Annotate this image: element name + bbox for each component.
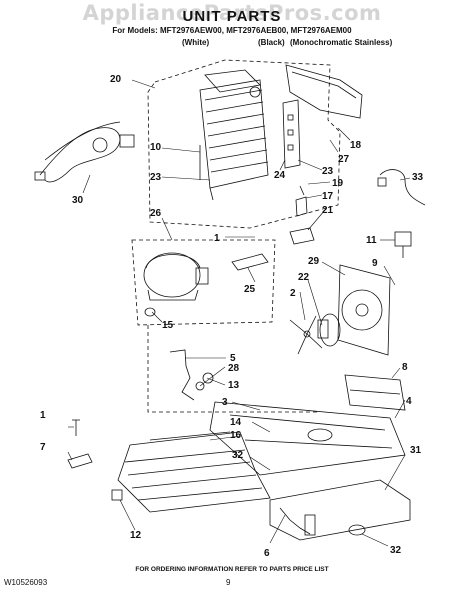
part-condenser-cover bbox=[269, 479, 411, 541]
ordering-note: FOR ORDERING INFORMATION REFER TO PARTS … bbox=[135, 566, 329, 573]
callout-label: 6 bbox=[264, 548, 270, 559]
callout-label: 4 bbox=[406, 396, 412, 407]
callout-label: 8 bbox=[402, 362, 408, 373]
part-drier bbox=[231, 253, 269, 271]
part-relay bbox=[394, 231, 412, 258]
part-condenser-coil bbox=[117, 431, 271, 513]
callout-label: 25 bbox=[244, 284, 256, 295]
part-thermal-wire bbox=[377, 169, 426, 206]
page-number: 9 bbox=[226, 578, 231, 587]
callout-label: 14 bbox=[230, 417, 242, 428]
part-start-device bbox=[289, 227, 315, 245]
part-evaporator-coil bbox=[199, 69, 269, 201]
callout-label: 28 bbox=[228, 363, 240, 374]
variant-white: (White) bbox=[182, 38, 210, 47]
model-list: For Models: MFT2976AEW00, MFT2976AEB00, … bbox=[112, 26, 352, 35]
callout-label: 13 bbox=[228, 380, 240, 391]
callout-label: 24 bbox=[274, 170, 286, 181]
variant-stainless: (Monochromatic Stainless) bbox=[290, 38, 393, 47]
part-base-pan bbox=[209, 401, 406, 476]
document-number: W10526093 bbox=[4, 578, 48, 587]
part-fan-motor bbox=[317, 313, 341, 347]
callout-label: 29 bbox=[308, 256, 320, 267]
callout-labels: 20 18 27 10 23 23 24 17 19 33 30 26 1 21… bbox=[40, 74, 424, 559]
callout-label: 18 bbox=[350, 140, 362, 151]
callout-label: 26 bbox=[150, 208, 162, 219]
watermark: AppliancePartsPros.com bbox=[82, 1, 382, 25]
callout-label: 5 bbox=[230, 353, 236, 364]
part-screw-left bbox=[72, 419, 80, 436]
callout-label: 11 bbox=[366, 235, 377, 246]
callout-label: 9 bbox=[372, 258, 378, 269]
part-tube-assembly bbox=[169, 349, 214, 401]
callout-label: 16 bbox=[230, 430, 242, 441]
part-drain-tube bbox=[279, 507, 316, 536]
callout-label: 21 bbox=[322, 205, 334, 216]
page-title: UNIT PARTS bbox=[182, 8, 282, 25]
part-cover-bracket bbox=[285, 64, 363, 119]
assembly-outline-upper bbox=[147, 59, 341, 229]
part-foot bbox=[348, 524, 366, 536]
callout-label: 10 bbox=[150, 142, 162, 153]
callout-label: 22 bbox=[298, 272, 310, 283]
callout-label: 2 bbox=[290, 288, 296, 299]
assembly-outline-lower bbox=[147, 325, 320, 413]
variant-black: (Black) bbox=[258, 38, 285, 47]
part-fan-shroud bbox=[337, 264, 391, 356]
callout-label: 23 bbox=[150, 172, 162, 183]
callout-label: 3 bbox=[222, 397, 228, 408]
part-wire-harness bbox=[34, 121, 135, 183]
leader-lines bbox=[67, 79, 411, 547]
part-compressor bbox=[143, 252, 209, 317]
callout-label: 32 bbox=[232, 450, 244, 461]
callout-label: 31 bbox=[410, 445, 422, 456]
callout-label: 7 bbox=[40, 442, 46, 453]
part-mount-bracket bbox=[344, 374, 406, 411]
part-sensor-clip bbox=[295, 185, 308, 217]
callout-label: 30 bbox=[72, 195, 84, 206]
callout-label: 33 bbox=[412, 172, 424, 183]
callout-label: 17 bbox=[322, 191, 334, 202]
part-clip-12 bbox=[111, 489, 123, 501]
callout-label: 12 bbox=[130, 530, 142, 541]
callout-label: 1 bbox=[214, 233, 220, 244]
callout-label: 27 bbox=[338, 154, 350, 165]
part-fan-blade bbox=[289, 315, 323, 355]
callout-label: 20 bbox=[110, 74, 122, 85]
callout-label: 23 bbox=[322, 166, 334, 177]
part-thermistor-block bbox=[282, 99, 301, 169]
callout-label: 19 bbox=[332, 178, 344, 189]
callout-label: 1 bbox=[40, 410, 46, 421]
callout-label: 15 bbox=[162, 320, 174, 331]
callout-label: 32 bbox=[390, 545, 402, 556]
assembly-outline-compressor bbox=[131, 239, 276, 326]
part-pad-left bbox=[67, 453, 93, 469]
